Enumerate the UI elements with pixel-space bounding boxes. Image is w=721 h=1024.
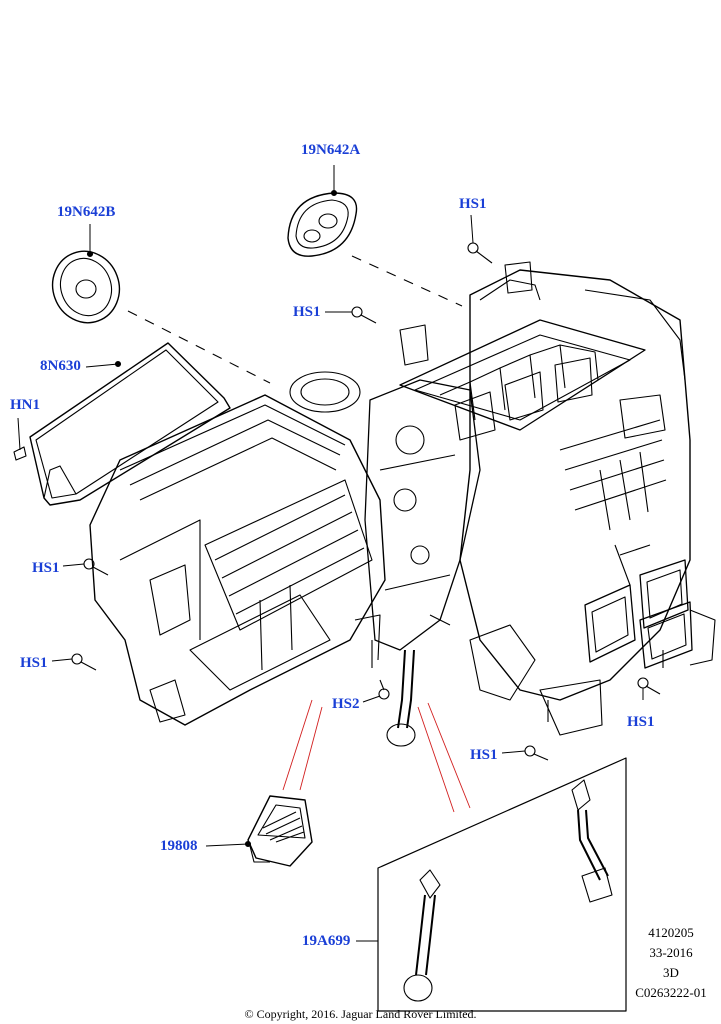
meta-view: 3D [663,965,679,980]
meta-code: 4120205 [648,925,694,940]
screw-hs1-lower-left [51,653,97,671]
screw-hs1-bottom [501,745,549,761]
copyright-notice: © Copyright, 2016. Jaguar Land Rover Lim… [244,1007,477,1021]
label-hs1-upper-left: HS1 [293,304,321,320]
label-8N630: 8N630 [40,358,81,374]
grommet-19N642B [51,224,121,324]
label-19N642A: 19N642A [301,142,361,158]
screw-hs1-top [467,214,493,264]
label-hs1-left: HS1 [32,560,60,576]
label-19N642B: 19N642B [57,204,116,220]
screw-hs1-upper-left [325,306,377,324]
harness-detail-box [356,757,627,1012]
hvac-housing-assembly [89,261,716,747]
label-HN1: HN1 [10,397,40,413]
red-leader-lines [282,699,471,813]
blower-resistor-19808 [205,795,313,867]
meta-date: 33-2016 [649,945,693,960]
label-HS2: HS2 [332,696,360,712]
label-hs1-top: HS1 [459,196,487,212]
screw-hs1-left [62,558,109,576]
dashed-assembly-lines [127,255,463,384]
label-hs1-lower-left: HS1 [20,655,48,671]
label-hs1-right: HS1 [627,714,655,730]
label-19808: 19808 [160,838,198,854]
screws [51,214,661,761]
screw-hs2 [362,679,390,703]
fastener-HN1 [13,417,27,461]
label-hs1-bottom: HS1 [470,747,498,763]
meta-ref: C0263222-01 [635,985,707,1000]
grommet-19N642A [287,165,358,257]
screw-hs1-right [637,677,661,700]
label-19A699: 19A699 [302,933,351,949]
